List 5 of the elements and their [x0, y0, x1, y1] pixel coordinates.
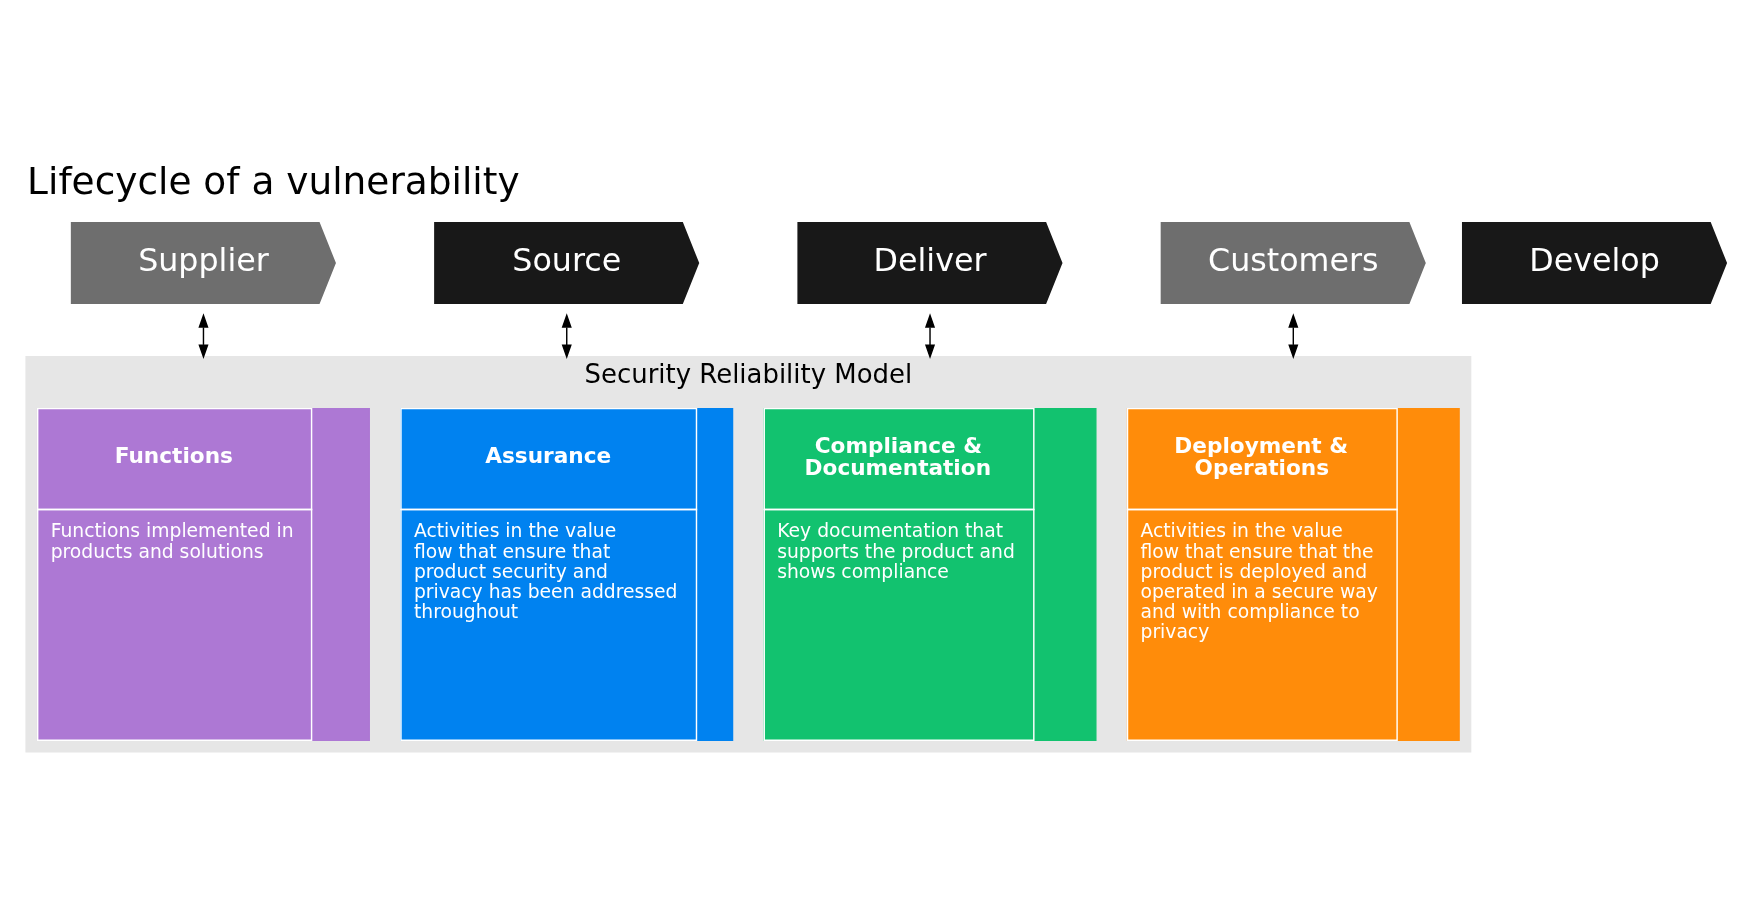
arrow	[198, 313, 209, 359]
arrow	[561, 313, 572, 359]
diagram-title: Lifecycle of a vulnerability	[27, 158, 520, 203]
arrow	[924, 313, 936, 359]
arrow	[1288, 313, 1299, 359]
